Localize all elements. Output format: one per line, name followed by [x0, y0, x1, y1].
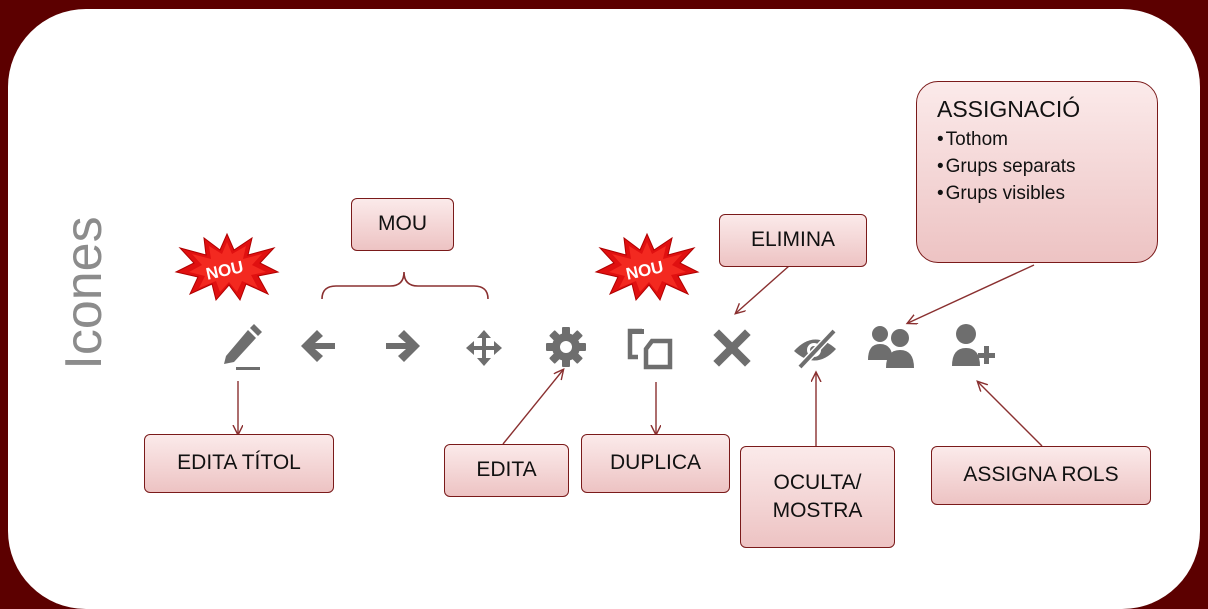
label-edita-titol: EDITA TÍTOL: [144, 434, 334, 493]
label-elimina: ELIMINA: [719, 214, 867, 267]
gear-icon: [546, 327, 586, 367]
label-assigna-rols: ASSIGNA ROLS: [931, 446, 1151, 505]
arrow-assignacio: [908, 264, 1035, 323]
arrow-right-icon: [386, 330, 420, 362]
label-mostra-line: MOSTRA: [772, 499, 863, 522]
pencil-icon: [224, 324, 262, 370]
mou-bracket: [321, 271, 489, 300]
assignacio-item: Grups separats: [937, 156, 1157, 178]
connectors: [0, 264, 1043, 447]
label-oculta-mostra: OCULTA/ MOSTRA: [740, 446, 895, 548]
nou-badge-2: NOU: [594, 232, 700, 302]
arrow-left-icon: [301, 330, 335, 362]
assignacio-title: ASSIGNACIÓ: [937, 96, 1081, 122]
assignacio-box: ASSIGNACIÓ Tothom Grups separats Grups v…: [916, 81, 1158, 263]
label-edita: EDITA: [444, 444, 569, 497]
label-duplica: DUPLICA: [581, 434, 730, 493]
group-users-icon: [868, 326, 914, 368]
arrow-elimina: [736, 265, 790, 313]
delete-x-icon: [713, 329, 751, 367]
user-add-icon: [952, 324, 995, 366]
eye-slash-icon: [794, 328, 837, 370]
arrow-assigna-rols: [978, 382, 1043, 447]
assignacio-item: Grups visibles: [937, 183, 1157, 205]
label-oculta-line: OCULTA/: [773, 470, 862, 494]
arrow-edita: [502, 370, 563, 445]
assignacio-item: Tothom: [937, 129, 1157, 151]
duplicate-icon: [627, 328, 673, 370]
label-mou: MOU: [351, 198, 454, 251]
nou-badge-1: NOU: [174, 232, 280, 302]
move-icon: [466, 330, 502, 366]
